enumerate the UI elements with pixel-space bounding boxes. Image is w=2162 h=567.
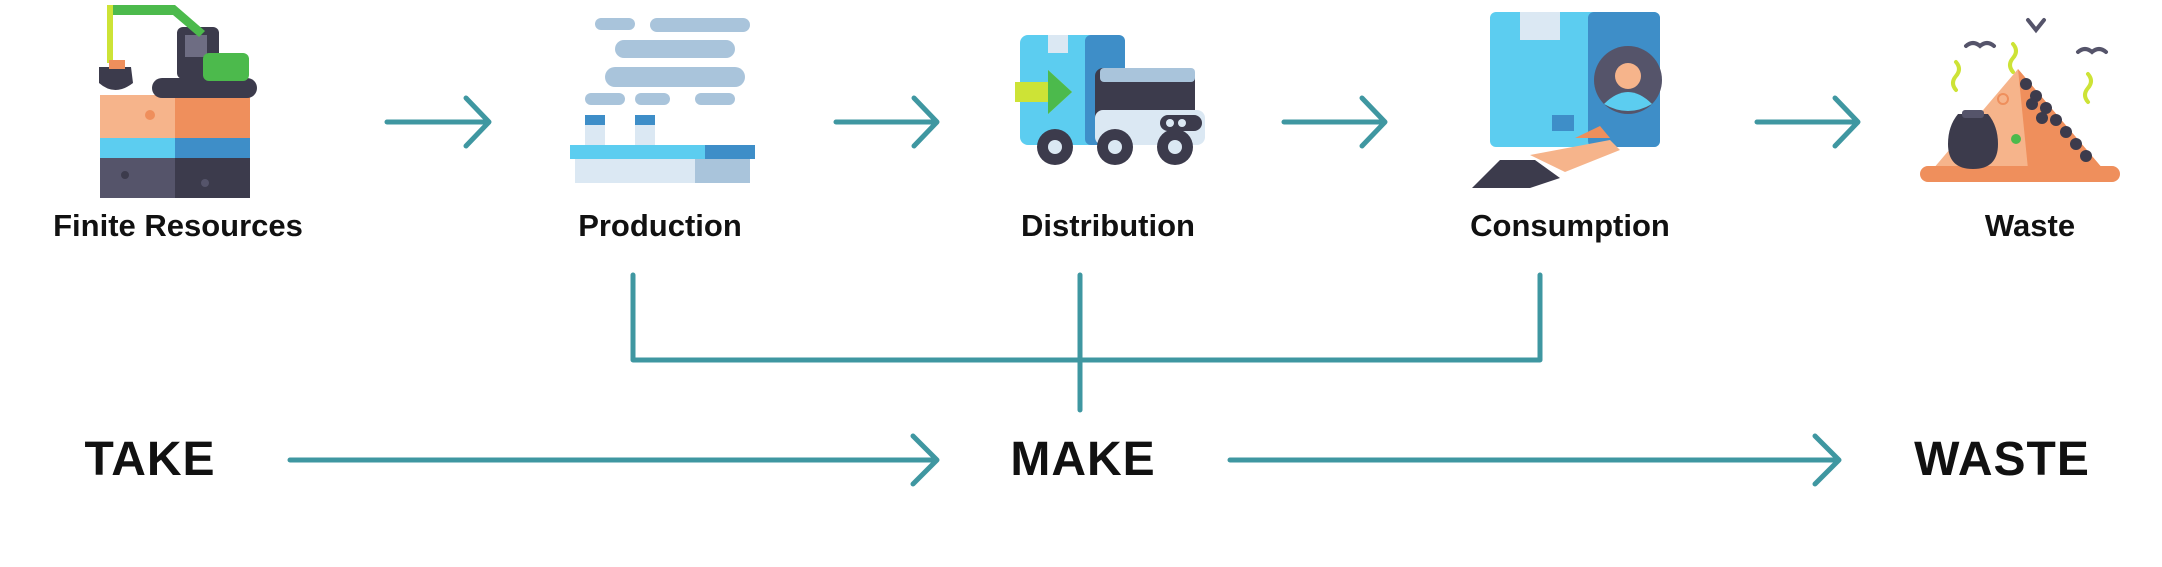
package-consumer-icon <box>1472 12 1662 188</box>
arrow-production-to-distribution <box>833 95 940 149</box>
phase-label-make: MAKE <box>1010 433 1156 486</box>
phase-label-waste: WASTE <box>1914 433 2090 486</box>
landfill-waste-icon <box>1920 18 2120 182</box>
stage-label-finite-resources: Finite Resources <box>53 208 303 243</box>
mining-excavator-icon <box>99 5 257 198</box>
delivery-truck-icon <box>1015 35 1205 165</box>
make-bracket <box>630 272 1543 413</box>
phase-label-take: TAKE <box>84 433 216 486</box>
stage-label-production: Production <box>578 208 742 243</box>
arrow-resources-to-production <box>384 95 492 149</box>
stage-label-distribution: Distribution <box>1021 208 1195 243</box>
arrow-make-to-waste <box>1227 433 1842 487</box>
arrow-consumption-to-waste <box>1754 95 1861 149</box>
stage-label-consumption: Consumption <box>1470 208 1670 243</box>
arrow-distribution-to-consumption <box>1281 95 1388 149</box>
arrow-take-to-make <box>287 433 940 487</box>
stage-label-waste: Waste <box>1984 208 2076 243</box>
factory-icon <box>570 18 755 183</box>
